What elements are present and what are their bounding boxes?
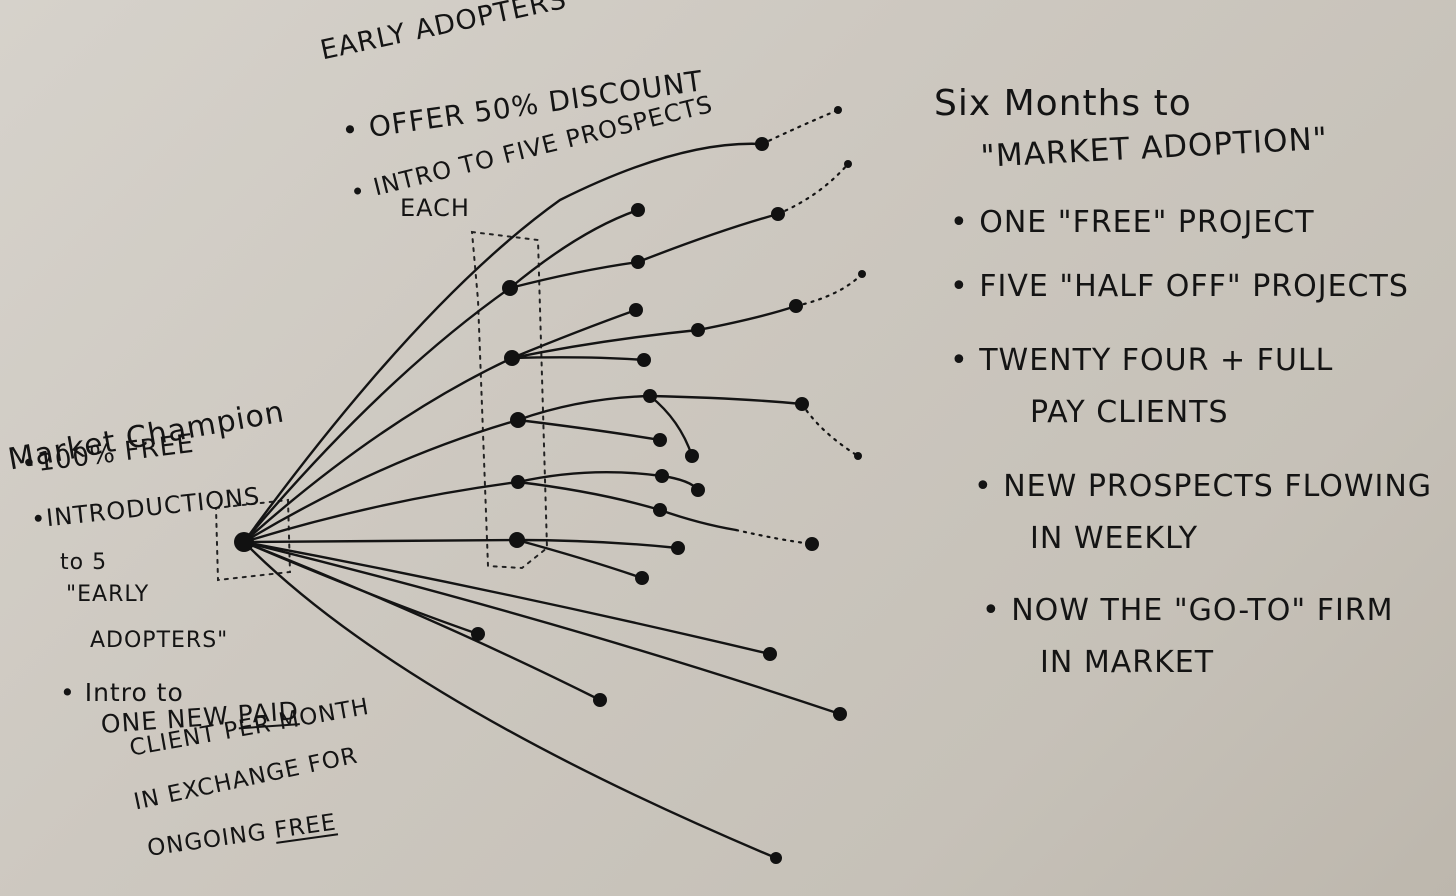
dotted-extension-1 — [760, 108, 840, 146]
edge-hub-to-adopter-3 — [242, 418, 520, 544]
edge-adopter5-branch-b — [515, 538, 644, 580]
edge-hub-to-adopter-1 — [242, 286, 512, 544]
six-months-bullet-5-cont: in Market — [1040, 645, 1215, 680]
edge-hub-to-paid-client-4 — [242, 540, 842, 716]
edge-hub-to-adopter-2 — [242, 356, 514, 544]
node-market-champion — [234, 532, 254, 552]
edge-hub-to-adopter-5 — [242, 538, 519, 544]
edge-adopter4-branch-b — [516, 480, 662, 512]
edge-hub-to-top-client — [242, 142, 764, 544]
edge-adopter4-branch-a — [516, 470, 664, 484]
market-champion-line-3: to 5 — [60, 550, 108, 575]
node-client — [653, 503, 667, 517]
node-client — [643, 389, 657, 403]
node-paid-client — [833, 707, 847, 721]
edge-adopter3-branch-c — [648, 394, 694, 458]
edge-adopter2-branch-c — [510, 356, 646, 362]
edge-hub-to-paid-client-3 — [242, 540, 602, 702]
edge-adopter1-branch-b — [508, 260, 640, 290]
edge-adopter5-branch-a — [515, 538, 680, 550]
node-client — [671, 541, 685, 555]
dotted-extension-5 — [734, 528, 814, 546]
node-client — [854, 452, 862, 460]
node-client — [858, 270, 866, 278]
market-champion-line-4: "Early — [66, 582, 150, 607]
market-champion-line-5: Adopters" — [90, 628, 229, 653]
node-client — [844, 160, 852, 168]
six-months-title-line-1: Six Months to — [934, 83, 1192, 124]
dotted-extension-2 — [776, 162, 850, 216]
dotted-extension-4 — [800, 402, 860, 458]
six-months-bullet-5: • Now the "Go-To" Firm — [982, 593, 1394, 628]
edge-hub-to-paid-client-5 — [242, 540, 778, 860]
node-paid-client — [593, 693, 607, 707]
six-months-bullet-2: • Five "Half off" Projects — [950, 269, 1409, 304]
node-early-adopter-2 — [504, 350, 520, 366]
node-client — [685, 449, 699, 463]
node-client — [629, 303, 643, 317]
six-months-bullet-4-cont: in Weekly — [1030, 521, 1199, 556]
node-early-adopter-1 — [502, 280, 518, 296]
diagram-nodes — [234, 106, 866, 864]
node-client — [653, 433, 667, 447]
node-client — [691, 483, 705, 497]
node-early-adopter-3 — [510, 412, 526, 428]
champion-dotted-box — [214, 498, 292, 582]
node-client — [755, 137, 769, 151]
node-client — [655, 469, 669, 483]
node-paid-client — [471, 627, 485, 641]
early-adopters-bullet-2-cont: each — [400, 194, 470, 222]
node-client — [771, 207, 785, 221]
six-months-bullet-1: • One "Free" Project — [950, 205, 1315, 240]
edge-hub-to-paid-client-2 — [242, 540, 772, 656]
node-client — [631, 255, 645, 269]
node-early-adopter-5 — [509, 532, 525, 548]
node-early-adopter-4 — [511, 475, 525, 489]
edge-hub-to-adopter-4 — [242, 480, 520, 544]
six-months-bullet-3: • Twenty Four + Full — [950, 343, 1334, 378]
node-client — [631, 203, 645, 217]
edge-adopter3-branch-a — [516, 394, 804, 422]
edge-adopter3-branch-b — [516, 418, 662, 442]
edge-adopter2-branch-a — [510, 308, 638, 360]
node-paid-client — [763, 647, 777, 661]
node-client — [637, 353, 651, 367]
node-client — [805, 537, 819, 551]
six-months-bullet-4: • New Prospects Flowing — [974, 469, 1433, 504]
node-client — [795, 397, 809, 411]
node-client — [834, 106, 842, 114]
node-client — [635, 571, 649, 585]
edge-adopter2-branch-b — [510, 304, 798, 360]
early-adopters-dotted-box — [470, 230, 549, 570]
node-client — [691, 323, 705, 337]
edge-adopter1-branch-a — [508, 208, 640, 290]
dotted-extension-3 — [794, 272, 864, 308]
edge-adopter4-branch-d — [658, 508, 738, 532]
six-months-bullet-3-cont: Pay Clients — [1030, 395, 1229, 430]
node-paid-client — [770, 852, 782, 864]
node-client — [789, 299, 803, 313]
market-champion-line-6: • Intro to — [60, 678, 184, 707]
edge-adopter1-branch-c — [636, 212, 780, 264]
